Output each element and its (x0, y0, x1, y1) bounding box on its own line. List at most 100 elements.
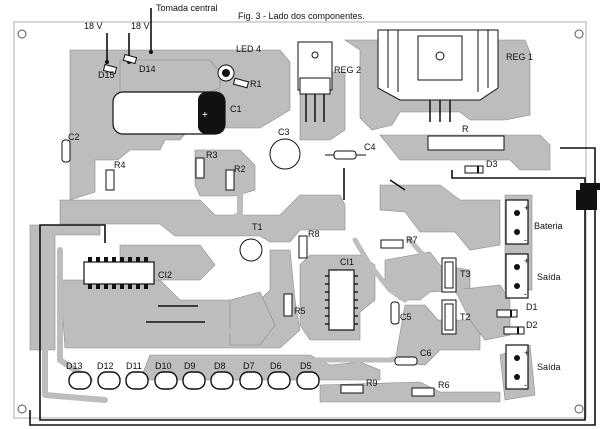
svg-text:R3: R3 (206, 150, 218, 160)
resistor-r6: R6 (411, 380, 450, 397)
led-d9: D9 (182, 361, 206, 390)
led-d13: D13 (66, 361, 92, 390)
svg-text:REG 1: REG 1 (506, 52, 533, 62)
led-4: LED 4 (217, 44, 261, 82)
mounting-hole (574, 404, 584, 414)
led-d10: D10 (154, 361, 178, 390)
svg-text:+: + (524, 348, 529, 358)
mounting-hole (17, 404, 27, 414)
transistor-t3: T3 (441, 257, 471, 293)
svg-text:D7: D7 (243, 361, 255, 371)
resistor-r8: R8 (298, 229, 320, 259)
svg-text:Saída: Saída (537, 272, 561, 282)
resistor-r4: R4 (105, 160, 126, 191)
resistor-r7: R7 (380, 235, 418, 249)
terminal-bateria: + - Bateria (505, 199, 563, 245)
mounting-hole (574, 29, 584, 39)
svg-text:R8: R8 (308, 229, 320, 239)
led-d5: D5 (296, 361, 320, 390)
diode-d14: D14 (122, 53, 156, 74)
svg-text:C3: C3 (278, 127, 290, 137)
led-d6: D6 (267, 361, 291, 390)
svg-text:D14: D14 (139, 64, 156, 74)
resistor-r3: R3 (195, 150, 218, 179)
svg-text:D5: D5 (300, 361, 312, 371)
svg-text:REG 2: REG 2 (334, 65, 361, 75)
svg-text:R: R (462, 124, 469, 134)
svg-text:T1: T1 (252, 222, 263, 232)
voltage-label-1: 18 V (84, 21, 103, 31)
svg-text:+: + (524, 256, 529, 266)
diode-d2: D2 (503, 320, 538, 335)
svg-text:D9: D9 (184, 361, 196, 371)
led-row: D13 D12 D11 D10 D9 D8 D7 D6 D5 (66, 361, 320, 390)
svg-text:R7: R7 (406, 235, 418, 245)
svg-text:LED 4: LED 4 (236, 44, 261, 54)
svg-text:D15: D15 (98, 70, 115, 80)
figure-title: Fig. 3 - Lado dos componentes. (238, 11, 365, 21)
diode-d15: D15 (98, 63, 118, 80)
power-input: 18 V 18 V Tomada central (84, 3, 218, 64)
svg-text:-: - (524, 380, 527, 390)
led-d7: D7 (239, 361, 263, 390)
svg-text:R9: R9 (366, 378, 378, 388)
terminal-saida-1: + - Saída (505, 253, 561, 299)
center-tap-label: Tomada central (156, 3, 218, 13)
regulator-reg2: REG 2 (297, 41, 361, 122)
resistor-r1: R1 (232, 77, 262, 89)
svg-text:R2: R2 (234, 164, 246, 174)
svg-text:R1: R1 (250, 79, 262, 89)
svg-text:C5: C5 (400, 312, 412, 322)
led-d12: D12 (97, 361, 121, 390)
ic-ci1: CI1 (325, 257, 358, 331)
led-d8: D8 (210, 361, 234, 390)
svg-text:T2: T2 (460, 312, 471, 322)
svg-text:R4: R4 (114, 160, 126, 170)
svg-text:D10: D10 (155, 361, 172, 371)
svg-text:D13: D13 (66, 361, 83, 371)
svg-text:-: - (524, 289, 527, 299)
svg-text:C1: C1 (230, 104, 242, 114)
svg-text:C4: C4 (364, 142, 376, 152)
svg-text:D6: D6 (270, 361, 282, 371)
svg-text:C2: C2 (68, 132, 80, 142)
svg-text:D1: D1 (526, 302, 538, 312)
svg-text:T3: T3 (460, 269, 471, 279)
svg-text:C6: C6 (420, 348, 432, 358)
terminal-saida-2: + - Saída (505, 344, 561, 390)
mounting-hole (17, 29, 27, 39)
diode-d1: D1 (496, 302, 538, 318)
svg-text:Saída: Saída (537, 362, 561, 372)
voltage-label-2: 18 V (131, 21, 150, 31)
capacitor-c2: C2 (61, 132, 80, 163)
capacitor-c5: C5 (390, 301, 412, 325)
resistor-r5: R5 (283, 293, 306, 317)
svg-text:-: - (524, 235, 527, 245)
regulator-reg1-heatsink: REG 1 (377, 29, 533, 122)
svg-text:D12: D12 (97, 361, 114, 371)
svg-text:R6: R6 (438, 380, 450, 390)
capacitor-c3: C3 (269, 127, 301, 170)
svg-text:D8: D8 (214, 361, 226, 371)
ic-ci2: CI2 (83, 257, 172, 289)
diode-d3: D3 (464, 159, 498, 174)
capacitor-c6: C6 (394, 348, 432, 366)
capacitor-c1: + C1 (112, 91, 242, 135)
jumper-wires (29, 147, 600, 426)
svg-text:R5: R5 (294, 306, 306, 316)
transistor-t2: T2 (441, 299, 471, 335)
svg-text:CI1: CI1 (340, 257, 354, 267)
transistor-t1: T1 (239, 222, 263, 262)
svg-text:D11: D11 (126, 361, 142, 371)
resistor-r9: R9 (340, 378, 378, 394)
svg-text:CI2: CI2 (158, 270, 172, 280)
resistor-r: R (427, 124, 505, 151)
led-d11: D11 (125, 361, 149, 390)
svg-text:+: + (202, 110, 208, 121)
svg-text:Bateria: Bateria (534, 221, 563, 231)
svg-text:D3: D3 (486, 159, 498, 169)
svg-text:D2: D2 (526, 320, 538, 330)
svg-text:+: + (524, 203, 529, 213)
capacitor-c4: C4 (325, 142, 376, 160)
